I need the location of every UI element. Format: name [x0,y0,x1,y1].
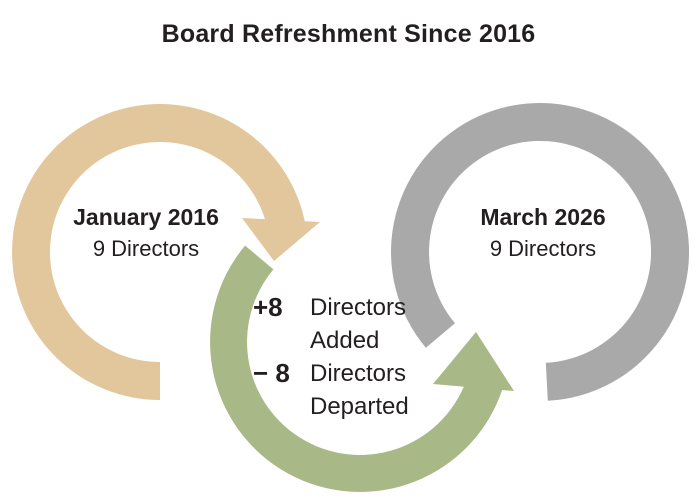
directors-departed-label-line1: Directors [310,360,407,387]
directors-added-label-line1: Directors [310,294,407,321]
directors-departed-label: Directors Departed [310,357,409,423]
left-circle-count: 9 Directors [92,236,200,261]
center-change-labels: +8 Directors Added − 8 Directors Departe… [253,291,409,423]
right-circle-count: 9 Directors [489,236,597,261]
left-circle-date: January 2016 [73,204,219,230]
left-cycle-arrowhead-icon [242,218,320,261]
directors-departed-label-line2: Departed [310,393,409,420]
center-cycle-arrowhead-icon [433,332,514,391]
right-circle-labels: March 2026 9 Directors [433,202,653,264]
diagram-title: Board Refreshment Since 2016 [161,20,536,48]
left-circle-labels: January 2016 9 Directors [36,202,256,264]
directors-added-label-line2: Added [310,327,380,354]
right-circle-date: March 2026 [480,204,606,230]
center-cycle-ring [210,245,503,492]
directors-departed-value: − 8 [253,358,290,388]
directors-added-value: +8 [253,292,283,322]
directors-added-label: Directors Added [310,291,409,357]
